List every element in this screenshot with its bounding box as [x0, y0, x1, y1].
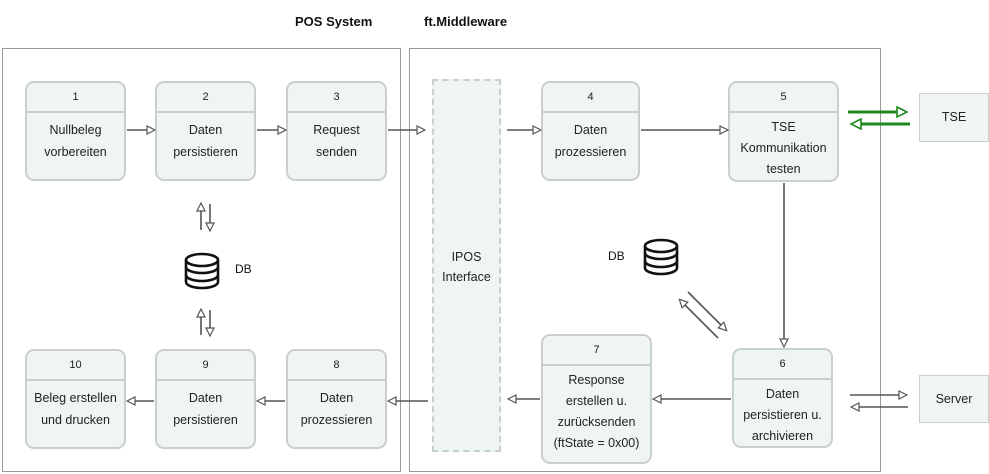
- server-box: Server: [919, 375, 989, 423]
- pos-db-icon: [184, 252, 220, 290]
- middleware-db-label: DB: [608, 249, 625, 263]
- pos-system-title: POS System: [295, 14, 373, 29]
- pos-db-label: DB: [235, 262, 252, 276]
- step-number: 9: [157, 351, 254, 381]
- step-number: 10: [27, 351, 124, 381]
- tse-box: TSE: [919, 93, 989, 142]
- db-diag-arrow-up: [680, 300, 719, 339]
- middleware-db-icon: [643, 238, 679, 276]
- db-diag-arrow-down: [687, 291, 726, 330]
- step-number: 6: [734, 350, 831, 380]
- step-number: 1: [27, 83, 124, 113]
- step-number: 4: [543, 83, 638, 113]
- step-number: 2: [157, 83, 254, 113]
- step-number: 3: [288, 83, 385, 113]
- step-number: 7: [543, 336, 650, 366]
- middleware-title: ft.Middleware: [424, 14, 508, 29]
- step-number: 5: [730, 83, 837, 113]
- step-number: 8: [288, 351, 385, 381]
